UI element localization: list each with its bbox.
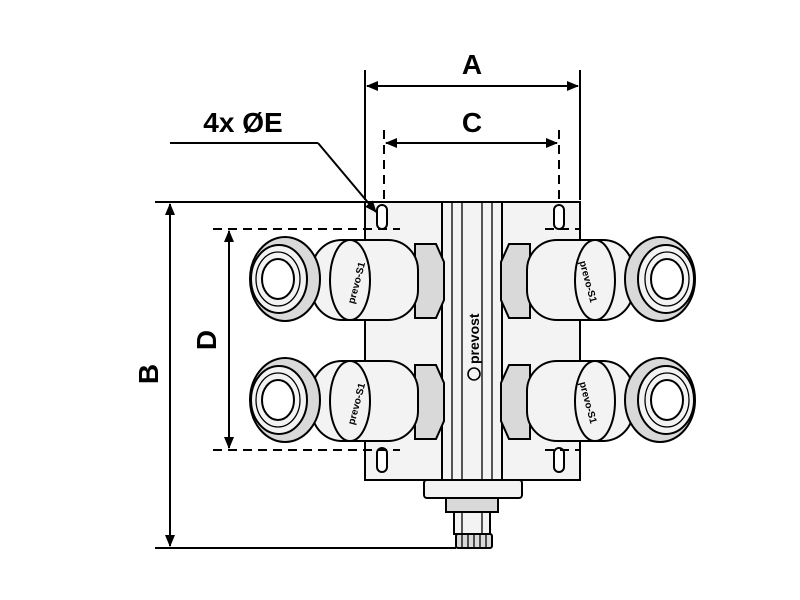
mounting-hole-top-left xyxy=(376,204,388,230)
mounting-holes xyxy=(376,204,565,473)
hole-callout: 4x ØE xyxy=(170,107,377,213)
dimension-b-label: B xyxy=(133,364,164,384)
mounting-hole-bottom-right xyxy=(553,447,565,473)
coupler-top-right: prevo-S1 xyxy=(500,236,696,322)
dimension-c: C xyxy=(385,107,558,148)
dimension-a-label: A xyxy=(462,49,482,80)
bottom-fitting xyxy=(423,479,523,549)
mounting-hole-top-right xyxy=(553,204,565,230)
coupler-bottom-left: prevo-S1 xyxy=(249,357,445,443)
dimension-c-label: C xyxy=(462,107,482,138)
manifold-logo: prevost xyxy=(466,313,482,381)
coupler-top-left: prevo-S1 xyxy=(249,236,445,322)
dimension-b: B xyxy=(133,203,175,547)
extension-lines xyxy=(155,70,581,549)
hole-callout-label: 4x ØE xyxy=(203,107,282,138)
manifold-brand-label: prevost xyxy=(466,313,482,364)
coupler-bottom-right: prevo-S1 xyxy=(500,357,696,443)
dimension-d: D xyxy=(191,230,234,449)
mounting-hole-bottom-left xyxy=(376,447,388,473)
dimension-a: A xyxy=(366,49,579,91)
dimension-d-label: D xyxy=(191,330,222,350)
